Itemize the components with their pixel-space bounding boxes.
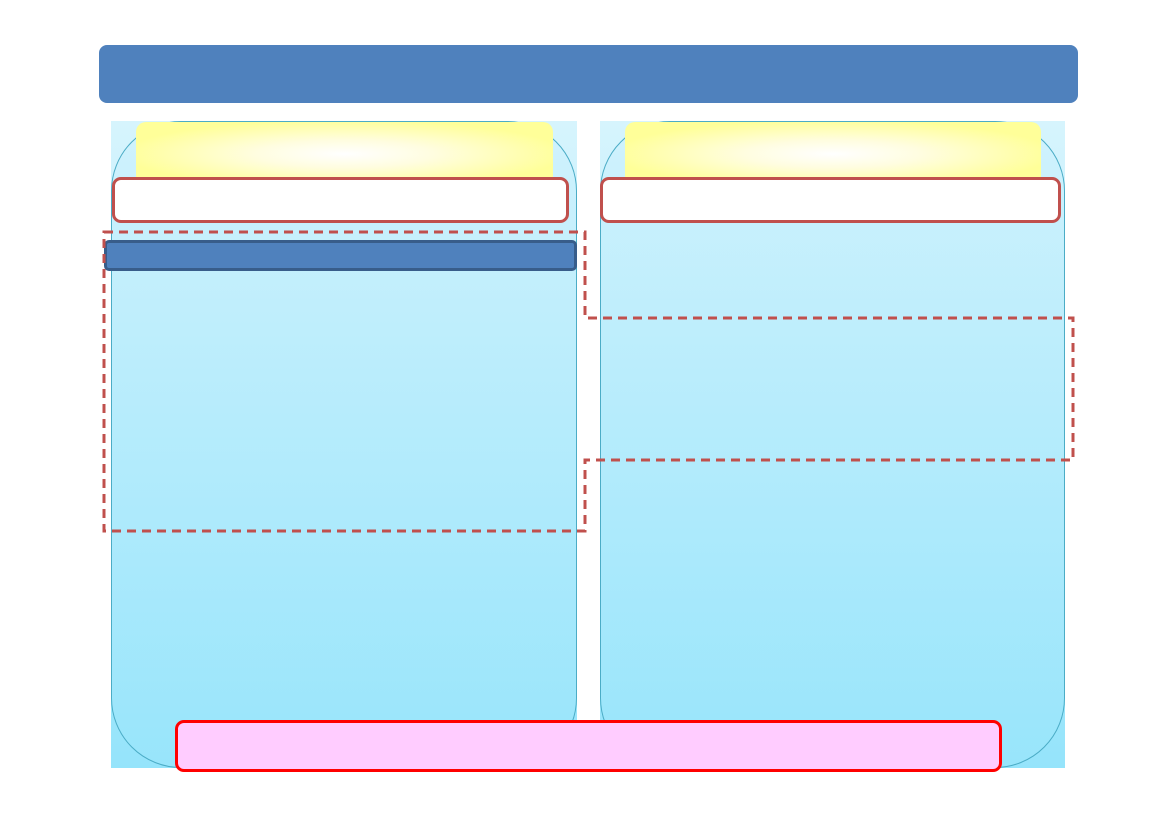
right-panel-heading-box <box>600 177 1061 223</box>
right-panel <box>600 121 1065 768</box>
right-panel-header-glow <box>625 122 1041 180</box>
left-panel-heading-box <box>112 177 569 223</box>
bottom-note-box <box>175 720 1002 772</box>
left-panel-header-glow <box>136 122 553 180</box>
slide-title-bar <box>99 45 1078 103</box>
left-panel <box>111 121 577 768</box>
